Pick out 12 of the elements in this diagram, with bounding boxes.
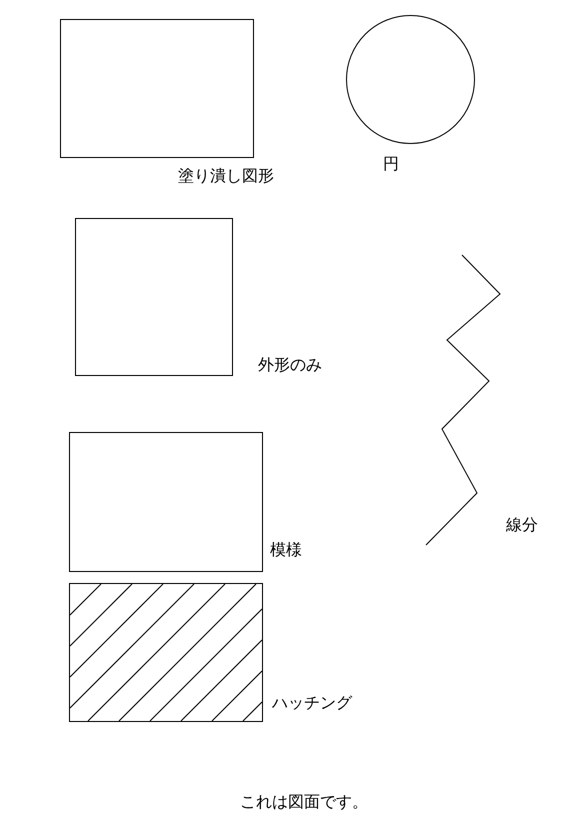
note-text: これは図面です。 bbox=[240, 792, 368, 812]
shape-caption: ハッチング bbox=[272, 693, 352, 713]
shape-caption: 外形のみ bbox=[258, 355, 322, 375]
rectangle-outline bbox=[69, 432, 263, 572]
shape-caption: 模様 bbox=[270, 540, 302, 560]
circle-outline bbox=[346, 15, 475, 144]
square-outline bbox=[75, 218, 233, 376]
shape-caption: 円 bbox=[383, 154, 399, 174]
shape-caption: 塗り潰し図形 bbox=[178, 166, 274, 186]
hatched-rectangle bbox=[69, 583, 263, 722]
rectangle-outline bbox=[60, 19, 254, 158]
shape-caption: 線分 bbox=[506, 515, 538, 535]
